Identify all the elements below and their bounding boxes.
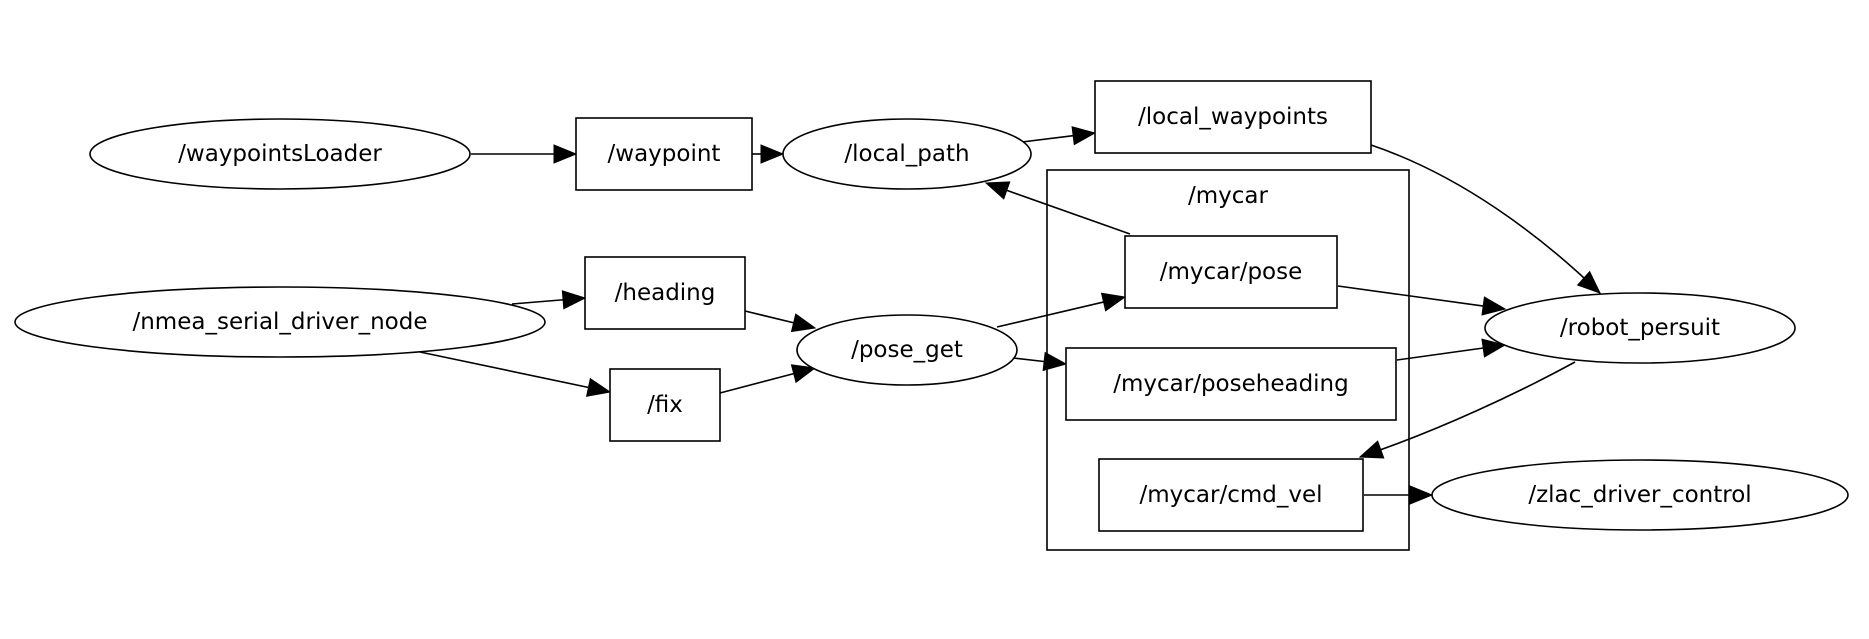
edge-mycar_pose-to-local_path	[984, 181, 1131, 235]
node-mycar_poseheading[interactable]: /mycar/poseheading	[1065, 347, 1397, 421]
edge-waypoint-to-local_path	[752, 144, 785, 164]
node-box	[1098, 458, 1364, 532]
node-ellipse	[1484, 292, 1796, 364]
node-box	[1124, 235, 1338, 309]
node-local_path[interactable]: /local_path	[782, 118, 1032, 190]
node-ellipse	[14, 286, 546, 358]
node-box	[584, 256, 746, 330]
node-zlac_driver_control[interactable]: /zlac_driver_control	[1431, 459, 1849, 531]
node-box	[575, 117, 753, 191]
edge-line	[511, 298, 566, 305]
arrowhead-icon	[1100, 292, 1127, 312]
edge-line	[1359, 361, 1576, 458]
arrowhead-icon	[553, 144, 578, 164]
arrowhead-icon	[1409, 485, 1434, 505]
node-ellipse	[796, 314, 1018, 386]
node-label: /local_path	[844, 141, 969, 167]
edge-line	[744, 310, 796, 325]
edge-waypointsLoader-to-waypoint	[471, 144, 578, 164]
node-waypointsLoader[interactable]: /waypointsLoader	[89, 118, 471, 190]
edge-fix-to-pose_get	[719, 364, 817, 394]
arrowhead-icon	[1358, 440, 1385, 459]
edge-heading-to-pose_get	[744, 310, 817, 333]
edge-pose_get-to-mycar_pose	[996, 292, 1127, 328]
arrowhead-icon	[790, 364, 817, 384]
arrowhead-icon	[1071, 126, 1097, 146]
edge-mycar_pose-to-robot_persuit	[1337, 285, 1507, 316]
node-label: /zlac_driver_control	[1528, 482, 1751, 508]
arrowhead-icon	[760, 144, 785, 164]
node-label: /pose_get	[851, 337, 963, 363]
edge-line	[1396, 346, 1486, 361]
edge-line	[719, 372, 796, 394]
node-nmea_serial_driver_node[interactable]: /nmea_serial_driver_node	[14, 286, 546, 358]
node-label: /waypointsLoader	[178, 141, 382, 167]
edge-local_waypoints-to-robot_persuit	[1370, 144, 1601, 294]
node-label: /fix	[647, 392, 683, 418]
node-box	[1065, 347, 1397, 421]
edge-nmea_serial_driver_node-to-fix	[419, 351, 612, 397]
node-box	[1094, 80, 1372, 154]
node-label: /mycar/pose	[1160, 259, 1303, 285]
node-label: /waypoint	[608, 141, 721, 167]
node-waypoint[interactable]: /waypoint	[575, 117, 753, 191]
node-pose_get[interactable]: /pose_get	[796, 314, 1018, 386]
node-mycar_pose[interactable]: /mycar/pose	[1124, 235, 1338, 309]
node-label: /nmea_serial_driver_node	[132, 309, 427, 335]
edge-line	[1004, 188, 1131, 235]
node-fix[interactable]: /fix	[609, 368, 721, 442]
node-robot_persuit[interactable]: /robot_persuit	[1484, 292, 1796, 364]
arrowhead-icon	[984, 181, 1011, 200]
node-label: /robot_persuit	[1560, 315, 1720, 341]
edge-line	[1370, 144, 1601, 294]
node-box	[609, 368, 721, 442]
edge-pose_get-to-mycar_poseheading	[1012, 351, 1068, 372]
node-label: /heading	[615, 280, 716, 306]
node-ellipse	[89, 118, 471, 190]
cluster-label: /mycar	[1188, 183, 1269, 209]
node-ellipse	[782, 118, 1032, 190]
edge-line	[996, 300, 1106, 328]
arrowhead-icon	[790, 313, 817, 333]
arrowhead-icon	[1042, 351, 1068, 372]
edge-line	[1337, 285, 1486, 308]
cluster-mycar: /mycar	[1046, 169, 1410, 551]
node-local_waypoints[interactable]: /local_waypoints	[1094, 80, 1372, 154]
arrowhead-icon	[585, 377, 612, 397]
edge-nmea_serial_driver_node-to-heading	[511, 290, 587, 310]
edge-line	[1012, 357, 1047, 363]
node-label: /mycar/poseheading	[1113, 371, 1349, 397]
arrowhead-icon	[1576, 270, 1601, 294]
node-label: /mycar/cmd_vel	[1139, 482, 1322, 508]
node-heading[interactable]: /heading	[584, 256, 746, 330]
edge-robot_persuit-to-mycar_cmd_vel	[1358, 361, 1576, 459]
arrowhead-icon	[561, 290, 587, 310]
edge-mycar_cmd_vel-to-zlac_driver_control	[1364, 485, 1434, 505]
arrowhead-icon	[1481, 296, 1507, 316]
edge-mycar_poseheading-to-robot_persuit	[1396, 338, 1507, 361]
node-mycar_cmd_vel[interactable]: /mycar/cmd_vel	[1098, 458, 1364, 532]
node-label: /local_waypoints	[1138, 104, 1328, 130]
edge-line	[419, 351, 591, 389]
edge-line	[1021, 134, 1076, 143]
node-ellipse	[1431, 459, 1849, 531]
edge-local_path-to-local_waypoints	[1021, 126, 1097, 146]
